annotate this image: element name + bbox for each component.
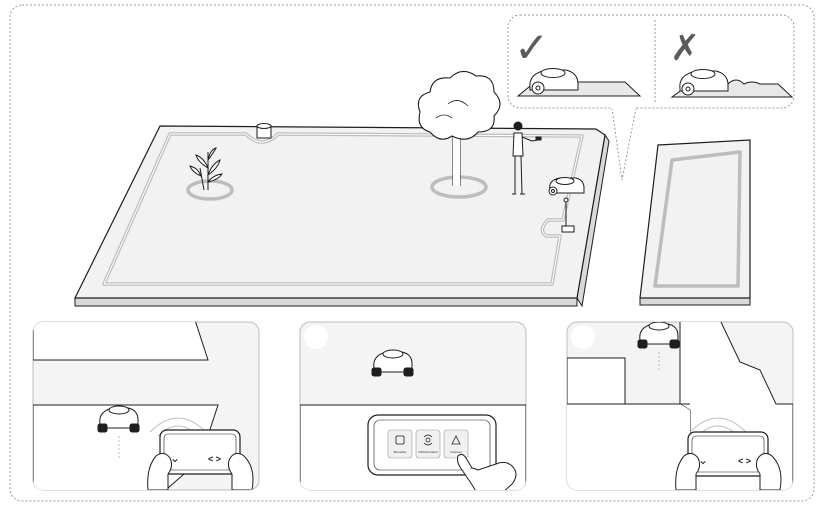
good-check-mark: ✓ [514,24,549,71]
boundary-post [257,124,271,139]
mower-main [549,178,584,196]
lawn-surface [75,126,605,298]
step-badge-2 [304,325,328,349]
boundary-label: Boundary [394,450,407,454]
callout-pointer [612,108,636,180]
tablet: Boundary Off-limit island Channel [368,415,496,475]
step-badge-3 [571,325,595,349]
tree-canopy [418,71,500,139]
phone-step-3: ⌄ < > [688,432,768,476]
side-lawn [640,140,750,305]
left-right-control[interactable]: < > [208,454,221,464]
lawn-side [75,298,577,306]
left-right-control-3[interactable]: < > [738,456,751,466]
bad-cross-mark: ✗ [670,27,700,68]
step-badge-1 [37,325,61,349]
off-limit-island-button[interactable]: Off-limit island [416,430,440,458]
phone-step-1: ⌄ < > [160,430,240,474]
channel-button[interactable]: Channel [444,430,468,458]
step-panel-1: ⌄ < > [33,320,259,495]
off-limit-island-label: Off-limit island [419,450,438,454]
boundary-button[interactable]: Boundary [388,430,412,458]
channel-label: Channel [450,450,462,454]
step-panel-2: Boundary Off-limit island Channel [300,322,526,495]
step-panel-3: ⌄ < > [567,320,793,495]
